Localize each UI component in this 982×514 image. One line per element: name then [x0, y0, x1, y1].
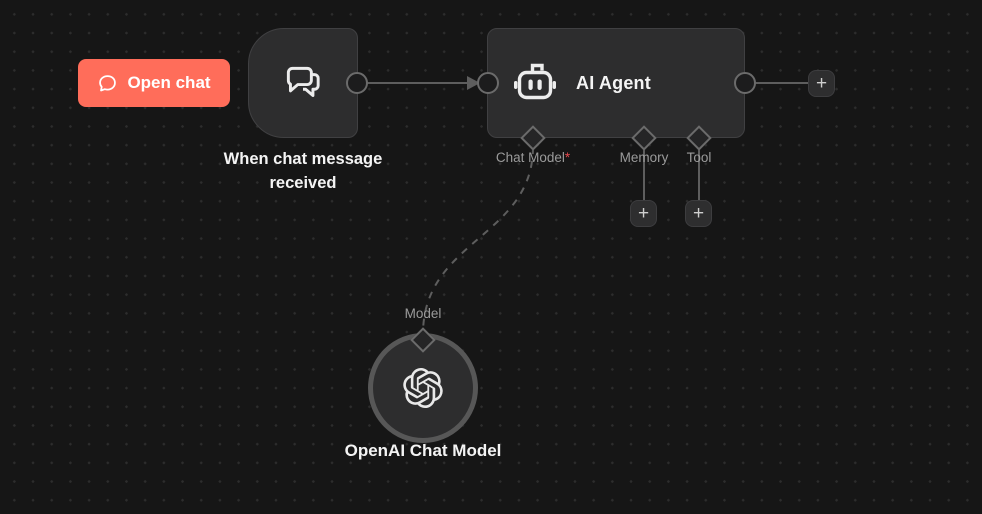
- robot-icon: [512, 60, 558, 106]
- openai-logo-icon: [403, 368, 443, 408]
- trigger-node-caption: When chat message received: [223, 150, 383, 192]
- model-port-label: Model: [404, 306, 442, 321]
- trigger-output-port[interactable]: [346, 72, 368, 94]
- agent-input-port[interactable]: [477, 72, 499, 94]
- required-marker: *: [564, 150, 571, 165]
- wire-chatmodel-to-openai[interactable]: [422, 146, 534, 335]
- add-memory-button[interactable]: +: [630, 200, 657, 227]
- chat-bubble-icon: [97, 73, 118, 94]
- plus-icon: +: [815, 73, 828, 94]
- plus-icon: +: [692, 203, 705, 224]
- add-tool-button[interactable]: +: [685, 200, 712, 227]
- ai-agent-title: AI Agent: [576, 72, 651, 93]
- plus-icon: +: [637, 203, 650, 224]
- open-chat-label: Open chat: [127, 73, 211, 92]
- trigger-node-when-chat-message-received[interactable]: [248, 28, 358, 138]
- ai-agent-node[interactable]: AI Agent: [487, 28, 745, 138]
- agent-output-port[interactable]: [734, 72, 756, 94]
- chat-messages-icon: [280, 60, 326, 106]
- openai-node-caption: OpenAI Chat Model: [344, 441, 502, 460]
- tool-port-label: Tool: [686, 150, 712, 165]
- arrowhead-agent-input: [467, 76, 480, 90]
- open-chat-button[interactable]: Open chat: [78, 59, 230, 107]
- chat-model-port-label: Chat Model*: [495, 150, 571, 165]
- add-node-after-agent-button[interactable]: +: [808, 70, 835, 97]
- memory-port-label: Memory: [619, 150, 669, 165]
